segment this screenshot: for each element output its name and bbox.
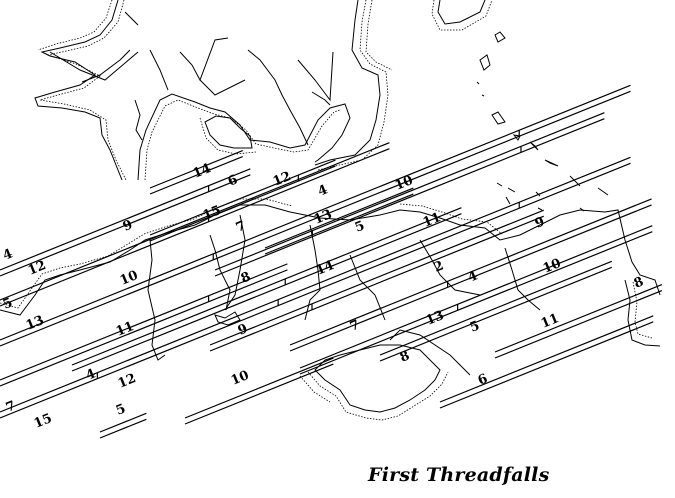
band-line bbox=[0, 263, 288, 381]
band-line bbox=[149, 155, 243, 195]
band-line bbox=[0, 90, 631, 347]
southern-coastline bbox=[0, 198, 661, 421]
band-label: 11 bbox=[421, 210, 443, 231]
band-line bbox=[379, 266, 613, 362]
band-label: 5 bbox=[114, 401, 128, 418]
band-label: 13 bbox=[312, 207, 334, 228]
band-line bbox=[494, 290, 663, 359]
band-label: 10 bbox=[393, 173, 415, 194]
band-label: 10 bbox=[229, 368, 251, 389]
band-label: 6 bbox=[226, 172, 240, 189]
band-line bbox=[289, 198, 652, 346]
band-label: 4 bbox=[1, 246, 15, 263]
band-line bbox=[71, 207, 462, 366]
band-label: 12 bbox=[271, 169, 293, 190]
band-line bbox=[214, 118, 605, 277]
band-label: 4 bbox=[84, 366, 98, 383]
threadfall-bands bbox=[0, 84, 663, 439]
map-title: First Threadfalls bbox=[368, 464, 550, 486]
band-line bbox=[99, 412, 147, 433]
band-label: 13 bbox=[24, 313, 46, 334]
band-label: 12 bbox=[116, 371, 138, 392]
band-label: 4 bbox=[316, 182, 330, 199]
northern-coastline bbox=[34, 0, 493, 181]
band-line bbox=[289, 204, 652, 352]
band-line bbox=[149, 149, 243, 189]
band-line bbox=[439, 315, 654, 403]
band-label: 9 bbox=[121, 217, 135, 234]
band-label: 14 bbox=[191, 161, 213, 182]
band-label: 8 bbox=[398, 348, 412, 365]
band-line bbox=[99, 418, 147, 439]
band-line bbox=[439, 321, 654, 409]
band-label: 7 bbox=[4, 398, 18, 415]
band-label: 5 bbox=[353, 218, 367, 235]
band-label: 11 bbox=[114, 319, 136, 340]
band-label: 8 bbox=[632, 274, 646, 291]
band-line bbox=[264, 187, 414, 249]
band-line bbox=[0, 269, 288, 387]
band-line bbox=[0, 156, 631, 413]
band-line bbox=[299, 225, 653, 369]
band-label: 10 bbox=[118, 268, 140, 289]
band-label: 2 bbox=[432, 258, 446, 275]
band-line bbox=[0, 142, 390, 301]
band-label: 4 bbox=[466, 268, 480, 285]
band-label: 5 bbox=[1, 295, 15, 312]
band-line bbox=[264, 193, 414, 255]
band-label: 11 bbox=[539, 311, 561, 332]
band-line bbox=[0, 162, 631, 419]
band-label: 7 bbox=[234, 218, 248, 235]
band-line bbox=[71, 213, 462, 372]
band-line bbox=[214, 112, 605, 271]
band-label: 10 bbox=[541, 256, 563, 277]
island-chain bbox=[476, 31, 609, 212]
band-line bbox=[209, 209, 545, 346]
band-line bbox=[209, 215, 545, 352]
band-line bbox=[184, 363, 334, 425]
band-line bbox=[149, 165, 336, 242]
band-label: 14 bbox=[314, 258, 336, 279]
band-label: 15 bbox=[201, 203, 223, 224]
band-line bbox=[299, 231, 653, 375]
band-line bbox=[184, 357, 334, 419]
band-label: 15 bbox=[32, 411, 54, 432]
band-label: 12 bbox=[26, 258, 48, 279]
band-line bbox=[0, 148, 390, 307]
band-line bbox=[379, 260, 613, 356]
band-label: 13 bbox=[424, 308, 446, 329]
northern-rivers bbox=[49, 11, 334, 146]
band-line bbox=[494, 284, 663, 353]
band-line bbox=[149, 159, 336, 236]
band-line bbox=[0, 84, 631, 341]
band-label: 7 bbox=[348, 317, 362, 334]
